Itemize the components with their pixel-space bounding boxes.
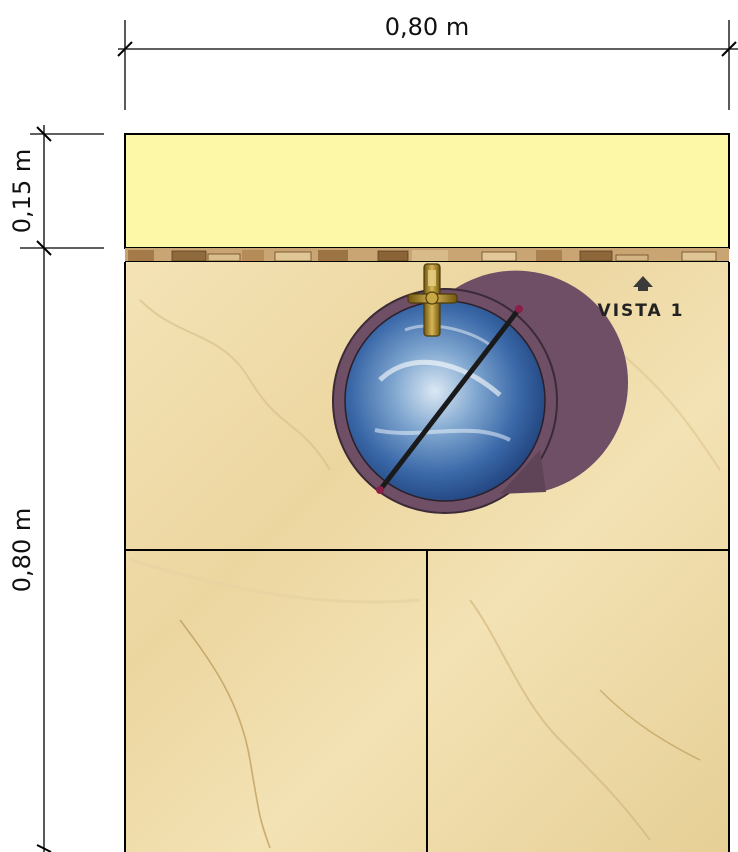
view-label: VISTA 1 [598,301,685,321]
left-dimensions [20,125,104,852]
backsplash-height-label: 0,15 m [8,149,36,233]
top-width-dimension [117,20,738,110]
round-sink-basin-icon [332,270,629,514]
backsplash [124,133,730,249]
mosaic-tile-strip [125,248,729,263]
counter-depth-label: 0,80 m [8,508,36,592]
faucet-icon [407,263,458,337]
arrow-up-icon [633,276,653,291]
top-width-label: 0,80 m [385,13,469,41]
